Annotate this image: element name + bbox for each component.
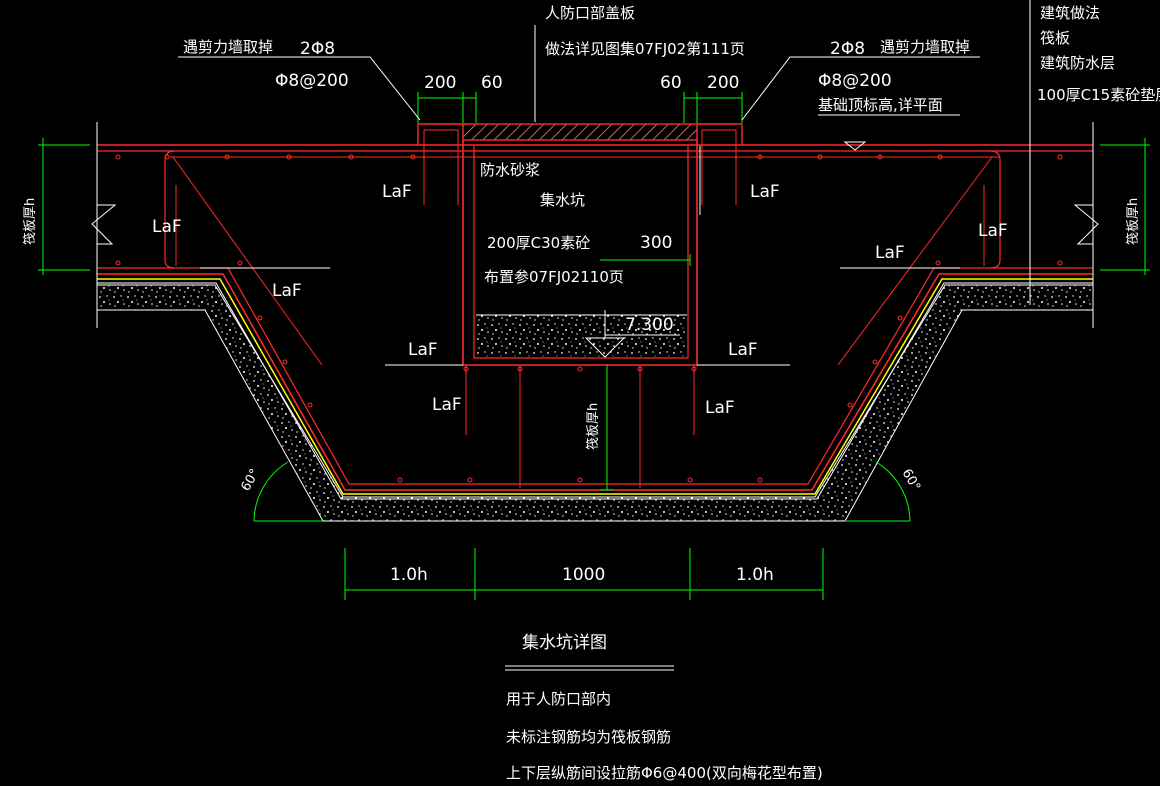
laf-label: LaF: [408, 340, 438, 360]
angle-left-label: 60°: [238, 467, 263, 494]
bar-right-top-label: 2Φ8: [830, 39, 865, 59]
laf-label: LaF: [272, 281, 302, 301]
laf-label: LaF: [382, 182, 412, 202]
bar-right-bot-label: Φ8@200: [818, 71, 892, 91]
layer-label-1: 建筑做法: [1040, 4, 1100, 22]
waterproof-layer: [97, 278, 1093, 495]
dim-60-right: 60: [660, 73, 682, 93]
dim-bottom-left: 1.0h: [390, 565, 428, 585]
drawing-title: 集水坑详图: [522, 633, 607, 653]
layer-label-2: 筏板: [1040, 29, 1070, 47]
dim-bottom-center: 1000: [562, 565, 605, 585]
raft-thickness-right-label: 筏板厚h: [1125, 198, 1141, 245]
cover-plate: [462, 123, 698, 141]
wall-cut-right-label: 遇剪力墙取掉: [880, 38, 970, 56]
elevation-marker: [584, 310, 680, 358]
bar-left-bot-label: Φ8@200: [275, 71, 349, 91]
right-hook-bar: [989, 150, 1001, 269]
pit-outer-wall: [462, 140, 698, 366]
dim-200-right: 200: [707, 73, 739, 93]
dim-60-left: 60: [481, 73, 503, 93]
mortar-label: 防水砂浆: [480, 161, 540, 179]
note-line-2: 未标注钢筋均为筏板钢筋: [506, 728, 671, 746]
laf-label: LaF: [705, 398, 735, 418]
foundation-elevation-marker: [843, 141, 867, 151]
cover-plate-label: 人防口部盖板: [545, 4, 635, 22]
raft-bottom-line: [97, 273, 1093, 491]
laf-label: LaF: [978, 221, 1008, 241]
sump-label: 集水坑: [540, 191, 585, 209]
cover-plate-ref-label: 做法详见图集07FJ02第111页: [545, 40, 745, 58]
left-curb-bar: [423, 129, 459, 205]
layout-ref-label: 布置参07FJ02110页: [484, 268, 624, 286]
concrete-label: 200厚C30素砼: [487, 234, 590, 252]
rebar-dots: [115, 154, 1063, 483]
bar-left-top-label: 2Φ8: [300, 39, 335, 59]
right-diagonal-bar: [837, 156, 993, 366]
laf-label: LaF: [750, 182, 780, 202]
laf-label: LaF: [152, 217, 182, 237]
pit-inner-wall: [473, 146, 689, 359]
laf-label: LaF: [432, 395, 462, 415]
anchorage-leaders: [200, 146, 960, 366]
dim-200-left: 200: [424, 73, 456, 93]
raft-thickness-center-label: 筏板厚h: [585, 403, 601, 450]
wall-cut-left-label: 遇剪力墙取掉: [183, 38, 273, 56]
layer-label-3: 建筑防水层: [1040, 54, 1115, 72]
left-hook-bar: [164, 150, 176, 269]
left-break-symbol: [91, 204, 117, 245]
layer-label-4: 100厚C15素砼垫层: [1037, 86, 1160, 104]
laf-label: LaF: [728, 340, 758, 360]
right-curb: [697, 123, 743, 145]
laf-label: LaF: [875, 243, 905, 263]
right-break-symbol: [1073, 204, 1099, 245]
left-curb: [417, 123, 463, 145]
elevation-label: 7.300: [625, 315, 674, 335]
pit-bottom-concrete: [476, 315, 687, 357]
foundation-top-label: 基础顶标高,详平面: [818, 96, 943, 114]
note-line-1: 用于人防口部内: [506, 690, 611, 708]
angle-arcs: [253, 461, 911, 522]
callout-leaders: [178, 0, 1031, 671]
bedding-top-line: [97, 282, 1093, 500]
raft-thickness-dimensions: [38, 138, 1150, 491]
dim-300: 300: [640, 233, 672, 253]
note-line-3: 上下层纵筋间设拉筋Φ6@400(双向梅花型布置): [506, 764, 823, 782]
bottom-dimensions: [344, 548, 824, 600]
left-diagonal-bar: [172, 156, 323, 366]
dim-bottom-right: 1.0h: [736, 565, 774, 585]
raft-thickness-left-label: 筏板厚h: [22, 198, 38, 245]
right-curb-bar: [701, 129, 737, 205]
